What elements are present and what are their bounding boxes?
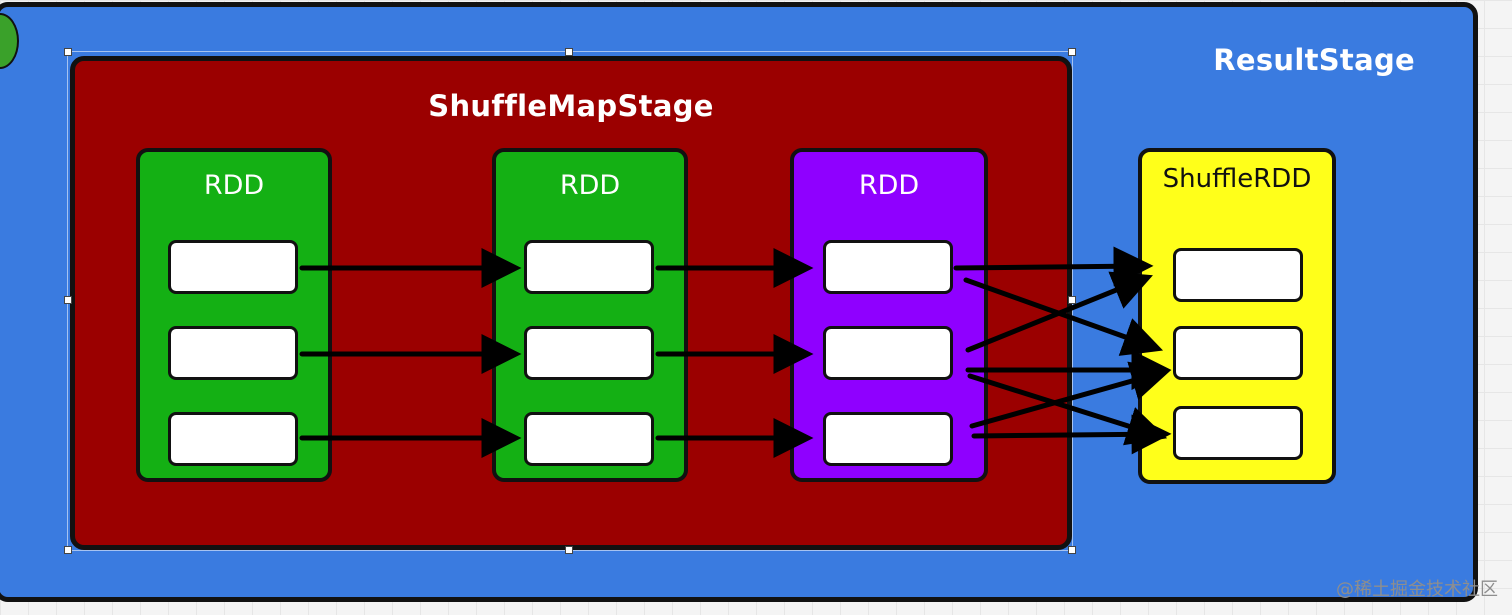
selection-handle-top-mid[interactable]	[565, 48, 573, 56]
partition-block[interactable]	[1173, 406, 1303, 460]
shuffle-rdd-label: ShuffleRDD	[1162, 164, 1312, 194]
rdd-label: RDD	[858, 170, 920, 201]
shuffle-arrow-3	[965, 271, 1153, 353]
shuffle-arrow-6	[969, 361, 1172, 429]
partition-block[interactable]	[1173, 326, 1303, 380]
selection-handle-mid-left[interactable]	[64, 296, 72, 304]
selection-handle-mid-right[interactable]	[1068, 296, 1076, 304]
partition-block[interactable]	[823, 240, 953, 294]
shuffle-map-stage-label: ShuffleMapStage	[428, 89, 714, 123]
watermark: @稀土掘金技术社区	[1336, 579, 1498, 600]
partition-block[interactable]	[168, 326, 298, 380]
selection-handle-top-left[interactable]	[64, 48, 72, 56]
partition-block[interactable]	[524, 240, 654, 294]
shuffle-arrow-7	[971, 414, 1172, 455]
shuffle-arrow-1	[953, 246, 1154, 287]
partition-block[interactable]	[524, 326, 654, 380]
rdd-box-1[interactable]: RDD	[136, 148, 332, 482]
rdd-box-3[interactable]: RDD	[790, 148, 988, 482]
rdd-label: RDD	[559, 170, 621, 201]
partition-block[interactable]	[168, 240, 298, 294]
partition-block[interactable]	[823, 326, 953, 380]
selection-handle-top-right[interactable]	[1068, 48, 1076, 56]
selection-handle-bottom-right[interactable]	[1068, 546, 1076, 554]
partition-block[interactable]	[1173, 248, 1303, 302]
partition-block[interactable]	[168, 412, 298, 466]
result-stage-label: ResultStage	[1213, 43, 1415, 77]
partition-block[interactable]	[524, 412, 654, 466]
selection-handle-bottom-left[interactable]	[64, 546, 72, 554]
rdd-label: RDD	[203, 170, 265, 201]
shuffle-arrow-5	[967, 373, 1168, 446]
selection-handle-bottom-mid[interactable]	[565, 546, 573, 554]
rdd-box-2[interactable]: RDD	[492, 148, 688, 482]
partition-block[interactable]	[823, 412, 953, 466]
